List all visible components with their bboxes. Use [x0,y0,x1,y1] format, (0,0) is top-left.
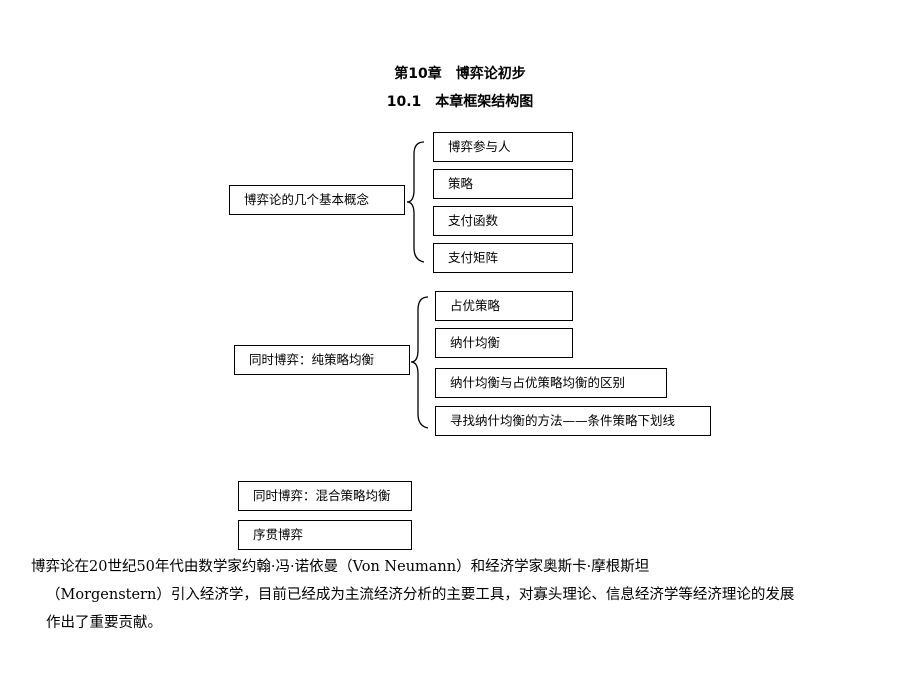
group2-item-dominant-strategy: 占优策略 [435,291,573,321]
group1-item-strategy: 策略 [433,169,573,199]
group2-item-find-method: 寻找纳什均衡的方法——条件策略下划线 [435,406,711,436]
sequential-game-box: 序贯博弈 [238,520,412,550]
chapter-title: 第10章 博弈论初步 [394,66,526,82]
group1-item-participants: 博弈参与人 [433,132,573,162]
paragraph-line-2: （Morgenstern）引入经济学，目前已经成为主流经济分析的主要工具，对寡头… [46,587,795,603]
group2-item-nash-equilibrium: 纳什均衡 [435,328,573,358]
paragraph-line-3: 作出了重要贡献。 [46,615,162,631]
group1-label-box: 博弈论的几个基本概念 [229,185,405,215]
group1-item-payoff-matrix: 支付矩阵 [433,243,573,273]
group1-item-payoff-function: 支付函数 [433,206,573,236]
section-title: 10.1 本章框架结构图 [386,94,534,110]
group2-label-box: 同时博弈：纯策略均衡 [234,345,410,375]
group2-item-difference: 纳什均衡与占优策略均衡的区别 [435,368,667,398]
intro-paragraph: 博弈论在20世纪50年代由数学家约翰·冯·诺依曼（Von Neumann）和经济… [31,553,882,637]
paragraph-line-1: 博弈论在20世纪50年代由数学家约翰·冯·诺依曼（Von Neumann）和经济… [2,559,650,575]
mixed-strategy-box: 同时博弈：混合策略均衡 [238,481,412,511]
